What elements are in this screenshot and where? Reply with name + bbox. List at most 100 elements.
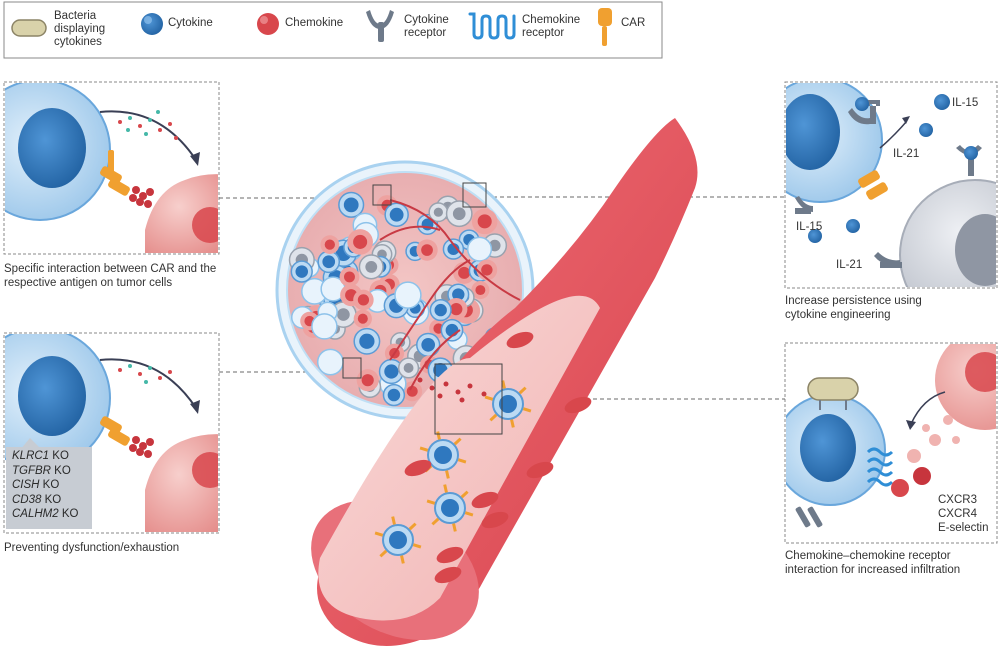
t-cell [786,394,886,506]
secretion-arrow [99,110,200,166]
chemokine-dot [481,391,487,397]
car-receptor [460,490,469,499]
car-receptor [489,413,498,422]
selectin-receptor [795,506,823,528]
label-e-selectin: E-selectin [938,522,989,534]
chemokine-dots [891,415,960,497]
red-blood-cell [481,511,509,529]
car-receptor [379,549,388,558]
car-receptor [431,517,440,526]
car-receptor [426,499,436,505]
cytokine-receptor-icon [366,10,394,42]
bacteria-icon [11,19,47,37]
red-blood-cell [434,566,462,584]
zoom-boxes [342,182,503,435]
car-receptor [100,150,130,196]
car-receptor [445,470,450,479]
car-receptor [501,380,506,389]
car-receptor [374,531,384,537]
car-receptor [443,484,448,493]
red-blood-cell [506,331,534,349]
t-cell [786,83,883,203]
car-receptor [419,446,429,452]
tumor-cell [145,174,218,253]
panel-dysfunction [3,332,220,534]
panel-cytokine-engineering [784,81,998,289]
knockout-list: KLRC1 KO TGFBR KO CISH KO CD38 KO CALHM2… [6,449,92,522]
label-il15-top: IL-15 [952,97,979,109]
t-cell [5,83,111,221]
t-cell [5,334,111,469]
chemokine-dot [429,385,435,391]
chemokine-dot [467,383,473,389]
car-receptor [100,416,130,446]
red-blood-cell [436,546,464,564]
chemokine-dot [455,389,461,395]
antigen-cluster [129,186,154,208]
knockout-item: TGFBR KO [12,464,71,477]
cytokine-dots [118,110,178,140]
caption-dysfunction: Preventing dysfunction/exhaustion [4,542,180,554]
secretion-arrow [99,358,200,414]
label-il21-bottom: IL-21 [836,259,863,271]
arrow-icon [879,121,907,149]
car-receptor [464,511,474,517]
immune-cell [466,236,493,262]
car-receptor [452,523,457,532]
cytokine-icon [141,13,163,35]
chemokine-dot [437,393,443,399]
blood-vessels-mini [379,199,521,391]
caption-car-antigen: Specific interaction between CAR and the… [4,263,217,289]
label-cxcr3: CXCR3 [938,494,977,506]
knockout-item: KLRC1 KO [12,450,69,462]
car-receptor [412,543,422,549]
car-receptor [408,522,417,531]
car-receptor [457,458,467,464]
label-il21-top: IL-21 [893,148,920,160]
antigen-cluster [129,436,154,458]
car-receptor [453,437,462,446]
car-icon [598,8,612,46]
chemokine-icon [257,13,279,35]
knockout-item: CALHM2 KO [12,508,79,520]
red-blood-cell [471,491,499,509]
knockout-item: CISH KO [12,479,60,491]
red-blood-cell [564,396,592,414]
legend-label-car: CAR [621,17,646,29]
knockout-box-bg [6,447,92,529]
chemokine-receptor-icon [866,447,894,487]
chemokine-dot [459,397,465,403]
car-receptor [522,407,532,413]
label-il15-left: IL-15 [796,221,823,233]
chemokine-dot [443,381,449,387]
legend-label-cytokine: Cytokine [168,17,213,29]
immune-cell [316,348,344,376]
grey-cell [899,179,996,287]
chemokine-dot [417,377,423,383]
cytokine-dots [118,364,172,384]
immune-cell [394,281,422,309]
bacteria-icon [807,377,859,410]
car-receptor [510,419,515,428]
car-receptor [518,386,527,395]
blood-vessel [311,118,698,646]
legend [3,1,663,59]
car-receptor [391,516,396,525]
tumor-cell [935,344,996,430]
car-receptor [400,555,405,564]
red-blood-cell [526,461,554,479]
cytokine-dots [808,94,978,243]
arrow-icon [910,391,946,425]
car-receptor [858,170,888,200]
tumor-cell [145,434,218,532]
panel-chemokine-infiltration [784,342,998,544]
legend-label-chemokine: Chemokine [285,17,344,29]
car-receptor [484,395,494,401]
knockout-item: CD38 KO [12,493,62,506]
